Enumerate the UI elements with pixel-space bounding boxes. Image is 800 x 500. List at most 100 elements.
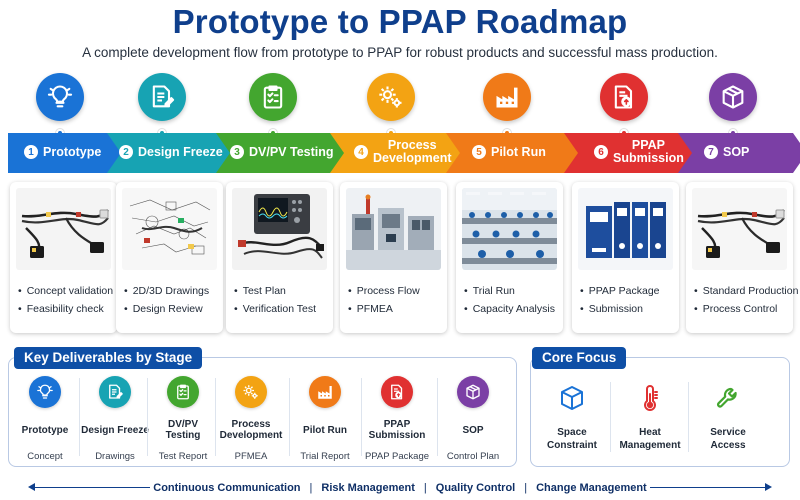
- stage-name: DV/PV Testing: [249, 144, 334, 159]
- deliverable-stage-name: DV/PV Testing: [165, 419, 201, 441]
- deliverable-stage-name: Design Freeze: [81, 424, 149, 436]
- principle-item: Quality Control: [435, 482, 516, 494]
- stage-bullet: Design Review: [124, 300, 209, 318]
- core-focus-label: Service Access: [710, 427, 746, 451]
- stage-bullet-list: Concept validationFeasibility check: [18, 282, 113, 318]
- stage-bullet-list: Trial RunCapacity Analysis: [464, 282, 555, 318]
- deliverable-document: Control Plan: [446, 451, 500, 462]
- deliverable-divider: [79, 378, 80, 456]
- cube-icon: [532, 384, 612, 412]
- deliverable-divider: [361, 378, 362, 456]
- deliverable-stage-name: Pilot Run: [303, 424, 347, 436]
- checklist-icon: [249, 73, 297, 121]
- stage-bullet: Feasibility check: [18, 300, 113, 318]
- core-focus-item: Space Constraint: [532, 384, 612, 452]
- gears-icon: [367, 73, 415, 121]
- stage-bullet-list: 2D/3D DrawingsDesign Review: [124, 282, 209, 318]
- stage-chevron: [8, 133, 122, 173]
- principle-separator: |: [423, 482, 427, 494]
- thermometer-icon: [610, 384, 690, 412]
- timeline-arrow-left: [28, 483, 35, 491]
- core-focus-item: Service Access: [688, 384, 768, 452]
- stage-name: Design Freeze: [138, 144, 223, 159]
- deliverable-stage-name: SOP: [462, 424, 484, 436]
- stage-bullet: Verification Test: [234, 300, 316, 318]
- principle-item: Risk Management: [321, 482, 415, 494]
- stage-bullet: PPAP Package: [580, 282, 660, 300]
- stage-number: 6: [594, 145, 608, 159]
- stage-number: 2: [119, 145, 133, 159]
- stage-card: 2D/3D DrawingsDesign Review: [116, 182, 223, 333]
- deliverable-document: PPAP Package: [364, 451, 430, 462]
- principle-item: Change Management: [536, 482, 647, 494]
- assembly-floor-photo: [462, 188, 557, 270]
- lightbulb-icon: [29, 376, 61, 408]
- stage-bullet: Standard Production: [694, 282, 799, 300]
- stage-chevron: [564, 133, 698, 173]
- stage-card: Process FlowPFMEA: [340, 182, 447, 333]
- deliverables-title: Key Deliverables by Stage: [14, 347, 203, 369]
- deliverable-stage-name: PPAP Submission: [368, 419, 426, 441]
- stage-bullet-list: Standard ProductionProcess Control: [694, 282, 799, 318]
- finished-harness-photo: [692, 188, 787, 270]
- deliverable-divider: [289, 378, 290, 456]
- stage-bullet-list: PPAP PackageSubmission: [580, 282, 660, 318]
- stage-card: Test PlanVerification Test: [226, 182, 333, 333]
- stage-number: 3: [230, 145, 244, 159]
- stage-bullet: Process Control: [694, 300, 798, 318]
- core-focus-divider: [688, 382, 689, 452]
- stage-card: Standard ProductionProcess Control: [686, 182, 798, 333]
- wrench-icon: [688, 384, 768, 412]
- principle-separator: |: [309, 482, 313, 494]
- core-focus-divider: [610, 382, 611, 452]
- gears-icon: [235, 376, 267, 408]
- document-edit-icon: [99, 376, 131, 408]
- package-box-icon: [709, 73, 757, 121]
- stage-bullet: PFMEA: [348, 300, 420, 318]
- core-focus-label: Space Constraint: [547, 427, 597, 451]
- stage-bullet: Test Plan: [234, 282, 316, 300]
- core-focus-item: Heat Management: [610, 384, 690, 452]
- stage-card: Trial RunCapacity Analysis: [456, 182, 563, 333]
- factory-icon: [483, 73, 531, 121]
- stage-chevron: [107, 133, 236, 173]
- oscilloscope-test-photo: [232, 188, 327, 270]
- document-upload-icon: [381, 376, 413, 408]
- stage-name: SOP: [723, 144, 750, 159]
- stage-arrow-band: [8, 133, 800, 173]
- wiring-harness-photo: [16, 188, 111, 270]
- stage-number: 7: [704, 145, 718, 159]
- deliverable-document: Trial Report: [300, 451, 350, 462]
- production-line-photo: [346, 188, 441, 270]
- document-edit-icon: [138, 73, 186, 121]
- principles-bar: Continuous Communication|Risk Management…: [150, 480, 650, 496]
- stage-number: 5: [472, 145, 486, 159]
- stage-number: 1: [24, 145, 38, 159]
- deliverable-document: Drawings: [95, 451, 135, 462]
- deliverable-divider: [215, 378, 216, 456]
- stage-label: 2 Design Freeze: [119, 133, 223, 171]
- factory-icon: [309, 376, 341, 408]
- deliverable-document: Concept: [27, 451, 63, 462]
- stage-card: PPAP PackageSubmission: [572, 182, 679, 333]
- stage-label: 7 SOP: [704, 133, 749, 171]
- stage-chevron: [446, 133, 584, 173]
- stage-number: 4: [354, 145, 368, 159]
- stage-bullet: Concept validation: [18, 282, 113, 300]
- deliverable-divider: [147, 378, 148, 456]
- deliverable-document: PFMEA: [234, 451, 268, 462]
- core-focus-label: Heat Management: [619, 427, 681, 451]
- stage-label: 3 DV/PV Testing: [230, 133, 334, 171]
- stage-bullet-list: Process FlowPFMEA: [348, 282, 420, 318]
- stage-chevron: [330, 133, 466, 173]
- page-title: Prototype to PPAP Roadmap: [172, 3, 628, 40]
